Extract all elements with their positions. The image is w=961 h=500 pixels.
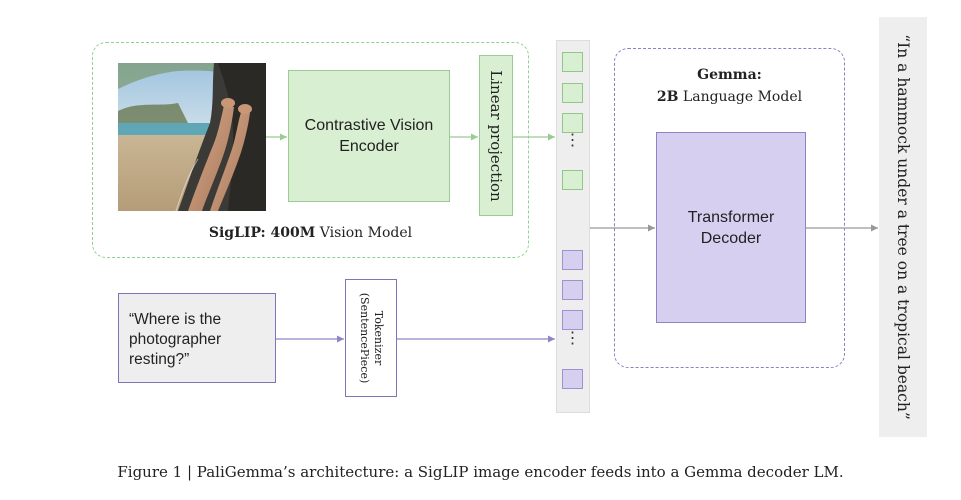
tokenizer-box: Tokenizer (SentencePiece) [345, 279, 397, 397]
linear-projection-box: Linear projection [479, 55, 513, 216]
input-photo [118, 63, 266, 211]
image-token [562, 113, 583, 133]
question-text: “Where is the photographer resting?” [129, 311, 222, 368]
vision-encoder-box: Contrastive Vision Encoder [288, 70, 450, 202]
text-token [562, 280, 583, 300]
vision-model-group [92, 42, 529, 258]
transformer-decoder-box: Transformer Decoder [656, 132, 806, 323]
language-model-title: Gemma: [697, 67, 762, 83]
text-token [562, 250, 583, 270]
output-text-strip: “In a hammock under a tree on a tropical… [879, 17, 927, 437]
vision-model-suffix: Vision Model [315, 225, 413, 241]
text-token [562, 310, 583, 330]
transformer-decoder-label: Transformer Decoder [687, 208, 775, 247]
language-model-subtitle: 2B Language Model [614, 89, 845, 105]
image-token [562, 170, 583, 190]
figure-caption: Figure 1 | PaliGemma’s architecture: a S… [117, 463, 844, 481]
language-model-group [614, 48, 845, 368]
question-input-box: “Where is the photographer resting?” [118, 293, 276, 383]
vision-model-caption: SigLIP: 400M Vision Model [92, 225, 529, 241]
vision-model-name: SigLIP: 400M [208, 225, 316, 241]
image-token [562, 83, 583, 103]
beach-hammock-photo [118, 63, 266, 211]
image-token [562, 52, 583, 72]
text-token [562, 369, 583, 389]
language-model-size: 2B [656, 89, 679, 105]
language-model-suffix: Language Model [678, 89, 803, 105]
vision-encoder-label: Contrastive Vision Encoder [304, 117, 434, 155]
